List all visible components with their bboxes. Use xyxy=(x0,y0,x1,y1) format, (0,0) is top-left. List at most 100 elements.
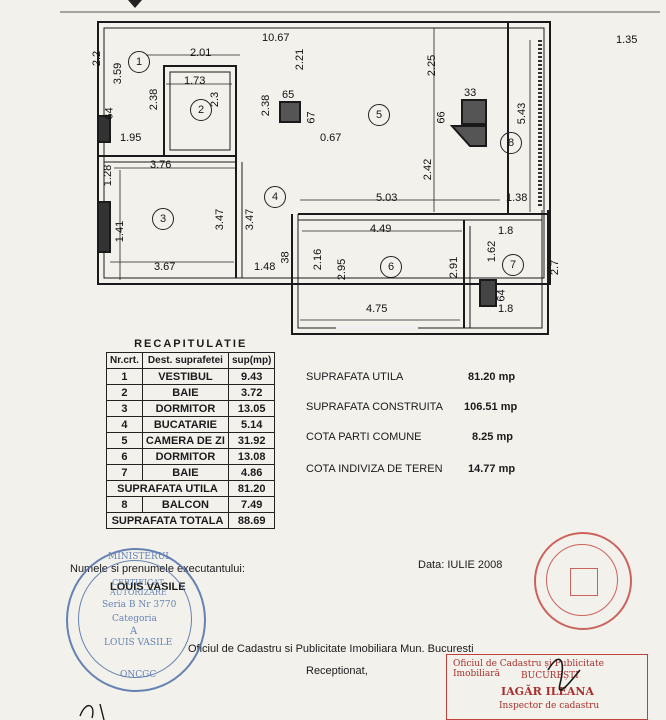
box-stamp-line1: Oficiul de Cadastru și Publicitate Imobi… xyxy=(453,659,604,679)
document-date: Data: IULIE 2008 xyxy=(418,559,503,571)
dim-1-28: 1.28 xyxy=(102,164,115,187)
receptionat-label: Receptionat, xyxy=(306,665,368,677)
cell: 81.20 xyxy=(227,480,276,497)
cell: DORMITOR xyxy=(141,448,229,465)
dim-4-49: 4.49 xyxy=(370,223,392,235)
dim-2-25: 2.25 xyxy=(426,54,439,77)
cell: SUPRAFATA UTILA xyxy=(106,480,229,497)
cell: 8 xyxy=(106,496,143,513)
dim-top-total: 10.67 xyxy=(262,32,290,44)
room-number-7: 7 xyxy=(502,254,524,276)
room-number-8: 8 xyxy=(500,132,522,154)
dim-64-right: 64 xyxy=(495,289,508,302)
cell: 1 xyxy=(106,368,143,385)
recap-table: RECAPITULATIE Nr.crt. Dest. suprafetei s… xyxy=(106,338,276,529)
cell: 31.92 xyxy=(227,432,276,449)
box-stamp-line4: Inspector de cadastru xyxy=(499,701,600,711)
dim-2-2: 2.2 xyxy=(91,50,104,67)
dim-2-95: 2.95 xyxy=(336,258,349,281)
dim-33: 33 xyxy=(464,87,477,99)
cell: BALCON xyxy=(141,496,229,513)
recap-header-sup: sup(mp) xyxy=(227,352,276,369)
room-number-5: 5 xyxy=(368,104,390,126)
cell: 4.86 xyxy=(227,464,276,481)
cell: 88.69 xyxy=(227,512,276,529)
room-number-4: 4 xyxy=(264,186,286,208)
cell: 13.05 xyxy=(227,400,276,417)
dim-5-03: 5.03 xyxy=(376,192,398,204)
cell: VESTIBUL xyxy=(141,368,229,385)
stamp-name: LOUIS VASILE xyxy=(104,638,173,648)
cell: 5 xyxy=(106,432,143,449)
cell: 2 xyxy=(106,384,143,401)
dim-top-right: 1.35 xyxy=(616,34,638,46)
stamp-categoria: Categoria xyxy=(112,614,157,624)
dim-2-38-a: 2.38 xyxy=(148,88,161,111)
dim-64-left: 64 xyxy=(103,107,116,120)
cell: BUCATARIE xyxy=(141,416,229,433)
cell: CAMERA DE ZI xyxy=(141,432,229,449)
room-number-6: 6 xyxy=(380,256,402,278)
room-number-2: 2 xyxy=(190,99,212,121)
recap-header-row: Nr.crt. Dest. suprafetei sup(mp) xyxy=(106,352,276,369)
dim-3-76: 3.76 xyxy=(150,159,172,171)
cell: SUPRAFATA TOTALA xyxy=(106,512,229,529)
dim-1-73: 1.73 xyxy=(184,75,206,87)
cell: DORMITOR xyxy=(141,400,229,417)
dim-5-43: 5.43 xyxy=(516,102,529,125)
cell: 7 xyxy=(106,464,143,481)
dim-2-42: 2.42 xyxy=(422,158,435,181)
dim-1-95: 1.95 xyxy=(120,132,142,144)
cell: 4 xyxy=(106,416,143,433)
summary-label-cota-teren: COTA INDIVIZA DE TEREN xyxy=(306,463,443,475)
cell: 3 xyxy=(106,400,143,417)
dim-1-48: 1.48 xyxy=(254,261,276,273)
office-name: Oficiul de Cadastru si Publicitate Imobi… xyxy=(188,643,474,655)
room-number-3: 3 xyxy=(152,208,174,230)
dim-2-91: 2.91 xyxy=(448,256,461,279)
cell: 7.49 xyxy=(227,496,276,513)
cell: BAIE xyxy=(141,384,229,401)
recap-header-dest: Dest. suprafetei xyxy=(141,352,229,369)
summary-value-construita: 106.51 mp xyxy=(464,401,518,413)
dim-1-62: 1.62 xyxy=(486,240,499,263)
dim-3-67: 3.67 xyxy=(154,261,176,273)
cell: 13.08 xyxy=(227,448,276,465)
summary-value-cota-comune: 8.25 mp xyxy=(472,431,513,443)
dim-2-01: 2.01 xyxy=(190,47,212,59)
dim-2-16: 2.16 xyxy=(312,248,325,271)
dim-38: 38 xyxy=(279,251,292,264)
dim-2-38-b: 2.38 xyxy=(260,94,273,117)
dim-1-38-right: 1.38 xyxy=(506,192,528,204)
dim-2-3: 2.3 xyxy=(209,91,222,108)
inspector-box-stamp: Oficiul de Cadastru și Publicitate Imobi… xyxy=(446,654,648,720)
box-stamp-line3: IAGĂR ILEANA xyxy=(501,685,594,698)
dim-1-8-b: 1.8 xyxy=(498,303,514,315)
recap-title: RECAPITULATIE xyxy=(134,338,248,350)
box-stamp-line2: BUCUREȘTI xyxy=(521,671,579,681)
dim-1-41: 1.41 xyxy=(114,220,127,243)
dim-3-47-a: 3.47 xyxy=(214,208,227,231)
cell: 6 xyxy=(106,448,143,465)
summary-value-cota-teren: 14.77 mp xyxy=(468,463,516,475)
stamp-line2: AUTORIZARE xyxy=(110,588,167,597)
stamp-bottom: ONCGC xyxy=(120,670,157,680)
dim-2-7: 2.7 xyxy=(549,259,562,276)
cell: BAIE xyxy=(141,464,229,481)
dim-65: 65 xyxy=(282,89,295,101)
dim-3-47-b: 3.47 xyxy=(244,208,257,231)
stamp-cat-value: A xyxy=(130,626,138,637)
summary-label-utila: SUPRAFATA UTILA xyxy=(306,371,404,383)
cell: 9.43 xyxy=(227,368,276,385)
cell: 5.14 xyxy=(227,416,276,433)
dim-1-8-a: 1.8 xyxy=(498,225,514,237)
dim-2-21: 2.21 xyxy=(294,48,307,71)
